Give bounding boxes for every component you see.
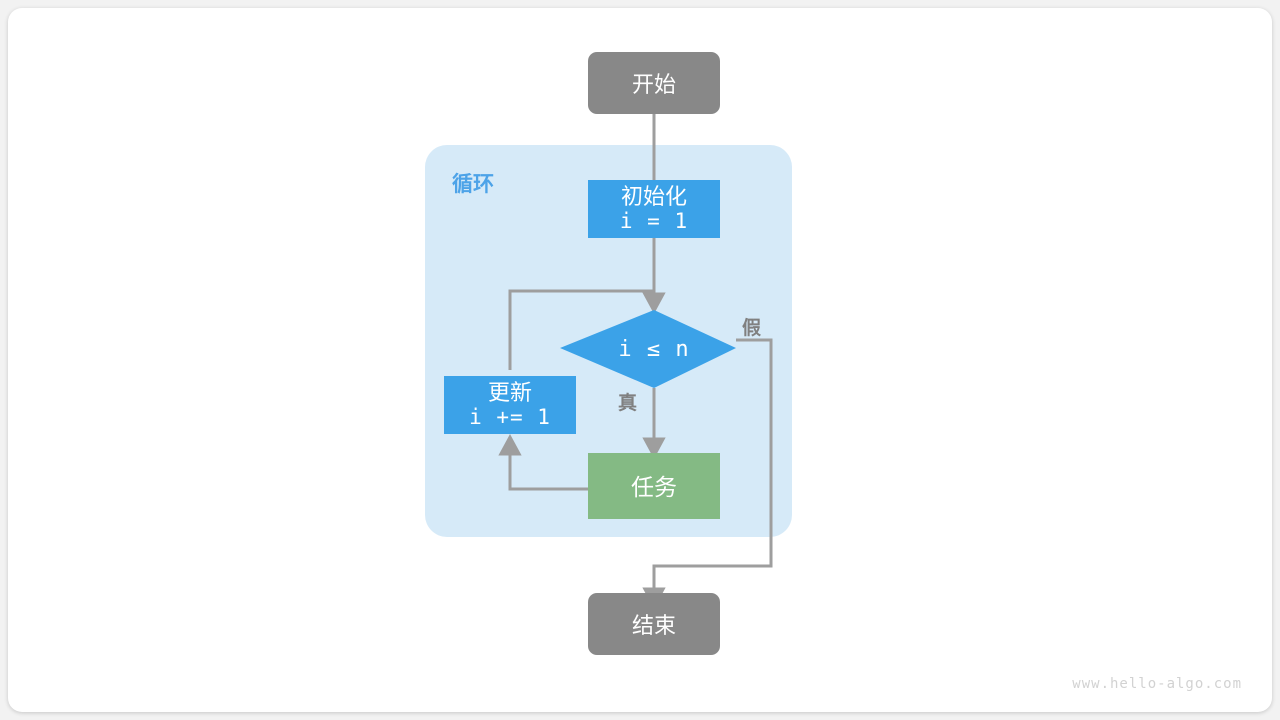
node-end[interactable]: [588, 593, 720, 655]
node-start[interactable]: [588, 52, 720, 114]
node-condition[interactable]: [560, 310, 736, 388]
node-task[interactable]: [588, 453, 720, 519]
edge-label-true: 真: [618, 393, 638, 414]
loop-container-title: 循环: [452, 173, 494, 196]
edge-label-false: 假: [742, 318, 762, 339]
watermark: www.hello-algo.com: [1072, 676, 1242, 692]
edge-condition-false-to-end: [642, 338, 773, 610]
flowchart-svg: [425, 52, 792, 655]
node-update[interactable]: [444, 376, 576, 434]
edge-update-to-condition: [508, 289, 654, 370]
node-init[interactable]: [588, 180, 720, 238]
diagram-card: 循环 开始 初始化 i = 1 i ≤ n 更新 i += 1 任务 结束 真 …: [8, 8, 1272, 712]
edge-task-to-update: [498, 433, 589, 491]
